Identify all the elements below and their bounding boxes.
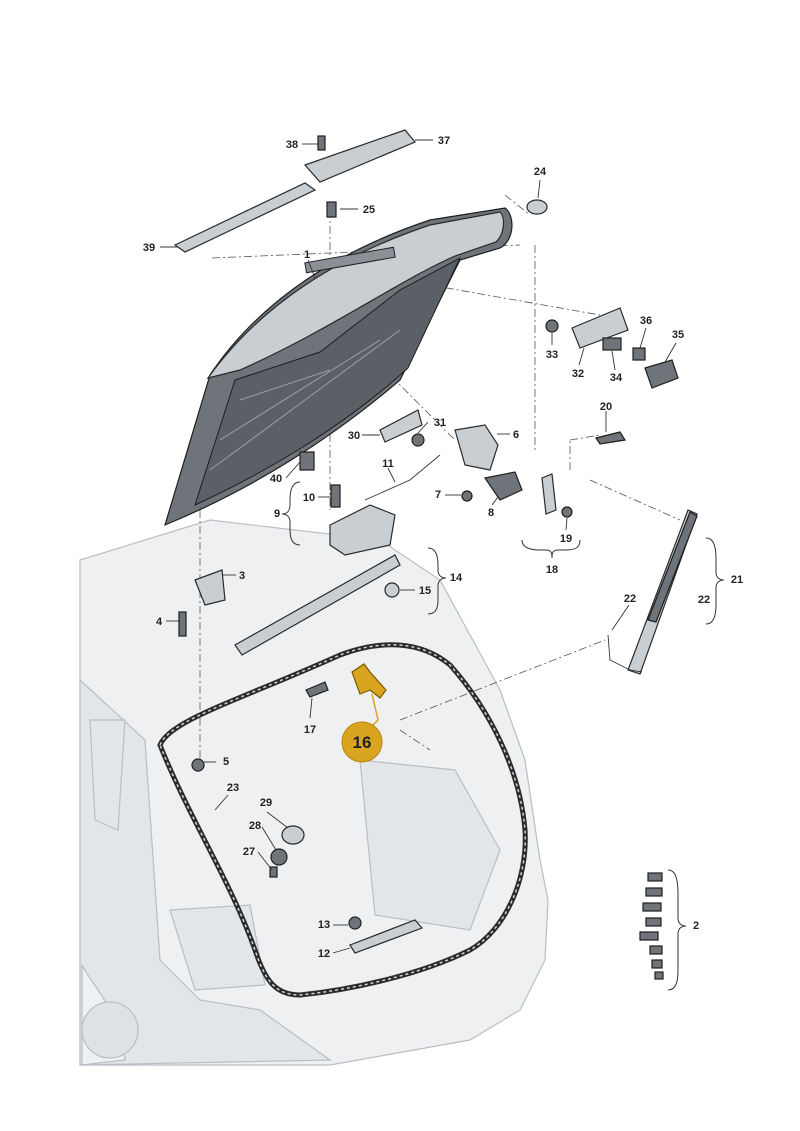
callout-5: 5 [223, 756, 229, 768]
leader-lines [160, 139, 677, 954]
callout-2: 2 [693, 920, 699, 932]
callout-3: 3 [239, 570, 245, 582]
callout-labels: 1 2 3 4 5 6 7 8 9 10 11 12 13 14 15 17 1… [143, 135, 743, 960]
callout-1: 1 [304, 249, 310, 261]
callout-4: 4 [156, 616, 163, 628]
component-parts [173, 129, 698, 980]
callout-25: 25 [363, 204, 375, 216]
callout-29: 29 [260, 797, 272, 809]
highlight-label: 16 [353, 733, 372, 752]
callout-35: 35 [672, 329, 684, 341]
callout-27: 27 [243, 846, 255, 858]
callout-32: 32 [572, 368, 584, 380]
callout-36: 36 [640, 315, 652, 327]
callout-28: 28 [249, 820, 261, 832]
callout-17: 17 [304, 724, 316, 736]
callout-14: 14 [450, 572, 463, 584]
screw-set [639, 872, 664, 980]
callout-39: 39 [143, 242, 155, 254]
callout-13: 13 [318, 919, 330, 931]
callout-31: 31 [434, 417, 446, 429]
tailgate-part [164, 207, 513, 527]
callout-24: 24 [534, 166, 547, 178]
callout-11: 11 [382, 458, 394, 470]
callout-33: 33 [546, 349, 558, 361]
callout-20: 20 [600, 401, 612, 413]
callout-15: 15 [419, 585, 431, 597]
callout-10: 10 [303, 492, 315, 504]
callout-7: 7 [435, 489, 441, 501]
car-body [79, 519, 549, 1066]
callout-6: 6 [513, 429, 519, 441]
callout-12: 12 [318, 948, 330, 960]
callout-22-cable: 22 [624, 593, 636, 605]
callout-18: 18 [546, 564, 558, 576]
callout-38: 38 [286, 139, 298, 151]
highlight-callout-16: 16 [341, 721, 383, 763]
callout-37: 37 [438, 135, 450, 147]
callout-40: 40 [270, 473, 282, 485]
callout-19: 19 [560, 533, 572, 545]
grouping-braces [281, 481, 725, 991]
callout-21: 21 [731, 574, 743, 586]
callout-30: 30 [348, 430, 360, 442]
callout-22-strut: 22 [698, 594, 710, 606]
callout-8: 8 [488, 507, 494, 519]
callout-23: 23 [227, 782, 239, 794]
callout-34: 34 [610, 372, 623, 384]
callout-9: 9 [274, 508, 280, 520]
